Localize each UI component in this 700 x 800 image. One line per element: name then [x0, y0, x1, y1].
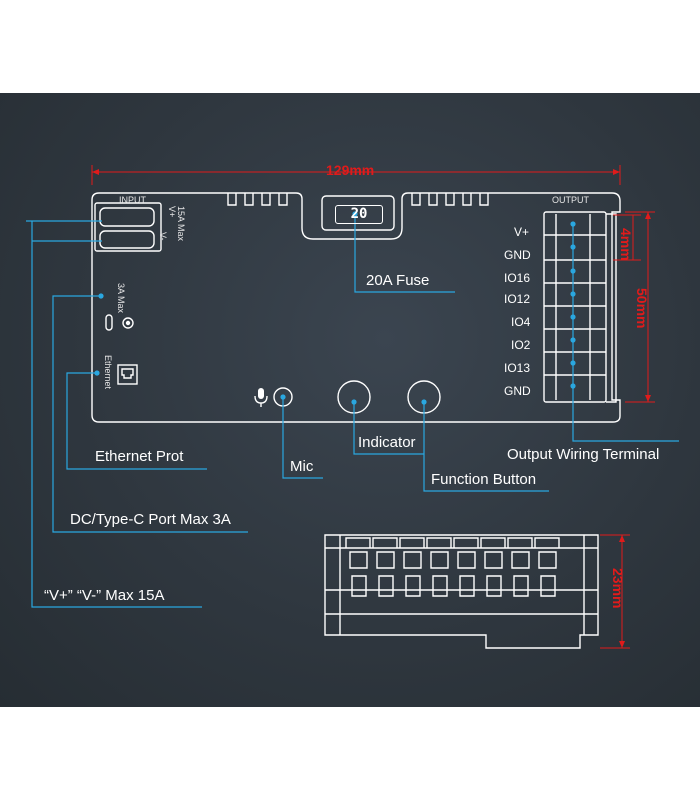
output-pin-label: IO12 — [504, 292, 531, 306]
terminal-height-dimension-label: 50mm — [634, 288, 650, 329]
mic-callout-label: Mic — [290, 458, 314, 475]
output-pin-label: IO4 — [511, 315, 531, 329]
output-pin-label: IO16 — [504, 271, 531, 285]
output-pin-label: GND — [504, 384, 531, 398]
usb-rating-label: 3A Max — [116, 283, 126, 314]
fuse-display: 20 — [335, 205, 383, 224]
ethernet-callout-label: Ethernet Prot — [95, 448, 184, 465]
output-pin-label: V+ — [514, 225, 530, 239]
callout-lines — [26, 214, 679, 608]
width-dimension-label: 129mm — [326, 162, 375, 178]
output-pin-label: GND — [504, 248, 531, 262]
input-rating-label: 15A Max — [176, 206, 186, 242]
side-height-dimension-label: 23mm — [610, 568, 626, 609]
pitch-dimension-label: 4mm — [618, 228, 634, 261]
board-outline — [91, 192, 621, 649]
ethernet-label: Ethernet — [103, 355, 113, 390]
function-button-callout-label: Function Button — [431, 471, 537, 488]
output-title: OUTPUT — [552, 195, 589, 205]
dimension-lines — [91, 165, 655, 649]
input-title: INPUT — [119, 195, 146, 205]
indicator-callout-label: Indicator — [358, 434, 416, 451]
dc-port-callout-label: DC/Type-C Port Max 3A — [70, 511, 231, 528]
input-vminus-label: V- — [158, 232, 168, 241]
fuse-callout-label: 20A Fuse — [366, 272, 430, 289]
output-pin-label: IO13 — [504, 361, 531, 375]
power-input-callout-label: “V+” “V-” Max 15A — [44, 587, 165, 604]
output-terminal-callout-label: Output Wiring Terminal — [507, 446, 660, 463]
input-vplus-label: V+ — [167, 206, 177, 218]
output-pin-label: IO2 — [511, 338, 531, 352]
